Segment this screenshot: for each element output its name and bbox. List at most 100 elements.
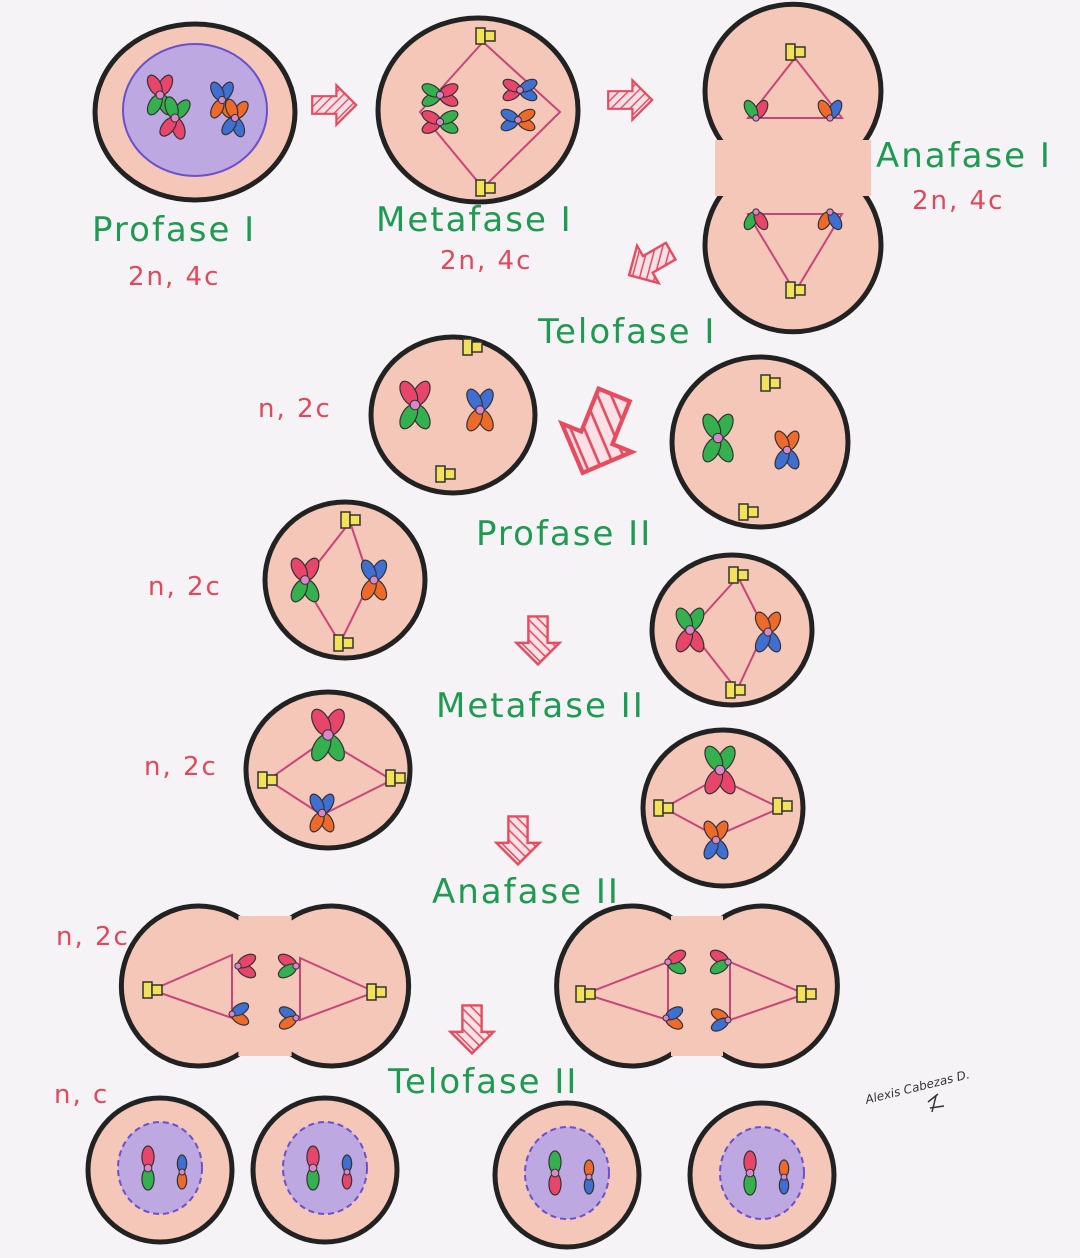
chromosome-v <box>743 208 769 231</box>
centromere <box>300 575 310 585</box>
chromosome <box>399 380 431 430</box>
chromosome-v <box>234 953 257 979</box>
chromatid <box>583 1159 595 1195</box>
centriole <box>794 284 806 296</box>
nucleus-telofase-2 <box>117 1121 203 1215</box>
arrow-shape <box>627 241 678 286</box>
arrow-anafase-to-telofase-2 <box>447 1004 497 1056</box>
chromosome <box>360 559 388 601</box>
centrosome-left <box>142 981 163 999</box>
chromosome-v <box>710 1008 732 1032</box>
centriole <box>435 465 446 483</box>
ploidy-telofase-2: n, c <box>54 1080 110 1110</box>
centrosome-top <box>785 43 806 61</box>
spindle-anafase-2-right-b <box>729 960 808 1022</box>
cell-metafase-2-right <box>640 727 806 889</box>
centromere <box>143 1163 153 1173</box>
cell-lobe-join <box>238 916 292 1056</box>
chromosome <box>703 820 729 860</box>
arrow-telofase-to-profase <box>557 385 638 476</box>
centromere <box>711 835 721 845</box>
nucleus-profase-1 <box>122 43 268 177</box>
ploidy-telofase-1: n, 2c <box>258 394 332 424</box>
spindle-anafase-2-right-a <box>581 960 669 1022</box>
arrow-shape <box>447 1004 497 1056</box>
centriole <box>769 377 781 389</box>
centrosome-right <box>385 769 406 787</box>
bivalent-orange-blue <box>221 98 249 138</box>
centriole <box>785 281 796 299</box>
cell-profase-2-right <box>649 552 815 708</box>
spindle-anafase-2-left-a <box>149 953 233 1020</box>
centriole <box>584 988 596 1000</box>
chromosome <box>290 557 320 603</box>
centrosome-top <box>475 27 496 45</box>
centromere <box>664 958 672 966</box>
centromere <box>724 958 732 966</box>
spindle-anafase-lower <box>746 213 844 294</box>
centriole <box>475 27 486 45</box>
spindle-anafase-2-left-b <box>299 956 378 1022</box>
centrosome-bottom <box>725 681 746 699</box>
centromere <box>826 208 834 216</box>
arrow-shape <box>557 385 638 476</box>
centrosome-bottom <box>333 634 354 652</box>
centromere <box>292 1014 300 1022</box>
centriole <box>747 506 759 518</box>
chromosome <box>704 745 736 795</box>
centriole <box>760 374 771 392</box>
chromatid <box>176 1154 188 1190</box>
centrosome-bottom <box>435 465 456 483</box>
centromere <box>228 1010 236 1018</box>
chromosome-v <box>664 949 687 975</box>
centriole <box>737 569 749 581</box>
chromatid <box>141 1145 155 1191</box>
centrosome-right <box>772 797 793 815</box>
centromere <box>369 575 379 585</box>
centrosome-bottom <box>475 179 496 197</box>
centromere <box>724 1016 732 1024</box>
centriole <box>475 179 486 197</box>
cell-anafase-2-right <box>554 903 840 1069</box>
cell-telofase-1-left <box>368 334 538 496</box>
chromosome <box>421 83 459 107</box>
centromere <box>714 764 726 776</box>
centromere <box>780 1173 788 1181</box>
centromere <box>230 113 240 123</box>
chromosome <box>500 108 536 132</box>
centriole <box>340 511 351 529</box>
centromere <box>178 1168 186 1176</box>
centrosome-top <box>728 566 749 584</box>
centromere <box>685 625 695 635</box>
arrow-shape <box>311 82 358 128</box>
ploidy-anafase-1: 2n, 4c <box>912 186 1005 216</box>
centrosome-right <box>366 983 387 1001</box>
ploidy-anafase-2: n, 2c <box>56 922 130 952</box>
centromere <box>475 405 485 415</box>
centromere <box>826 114 834 122</box>
cell-profase-2-left <box>262 499 428 661</box>
ploidy-metafase-2: n, 2c <box>144 752 218 782</box>
cell-telofase-1-right <box>669 354 851 530</box>
chromosome-v <box>709 949 732 975</box>
centrosome-top <box>340 511 361 529</box>
label-profase-1: Profase I <box>92 210 257 250</box>
centriole <box>471 341 483 353</box>
centromere <box>155 90 165 100</box>
chromosome-v <box>277 953 300 979</box>
chromosome <box>754 611 782 653</box>
chromatid <box>341 1154 353 1190</box>
centrosome-bottom <box>785 281 806 299</box>
nucleus-telofase-2 <box>719 1126 805 1220</box>
chromosome-v <box>278 1006 300 1030</box>
label-profase-2: Profase II <box>476 514 653 554</box>
cell-lobe-join <box>671 916 723 1056</box>
chromatid <box>306 1145 320 1191</box>
centromere <box>435 117 445 127</box>
chromosome <box>466 388 494 432</box>
centromere <box>782 445 792 455</box>
centriole <box>785 43 796 61</box>
centromere <box>435 90 445 100</box>
centriole <box>444 468 456 480</box>
chromosome <box>502 78 538 102</box>
